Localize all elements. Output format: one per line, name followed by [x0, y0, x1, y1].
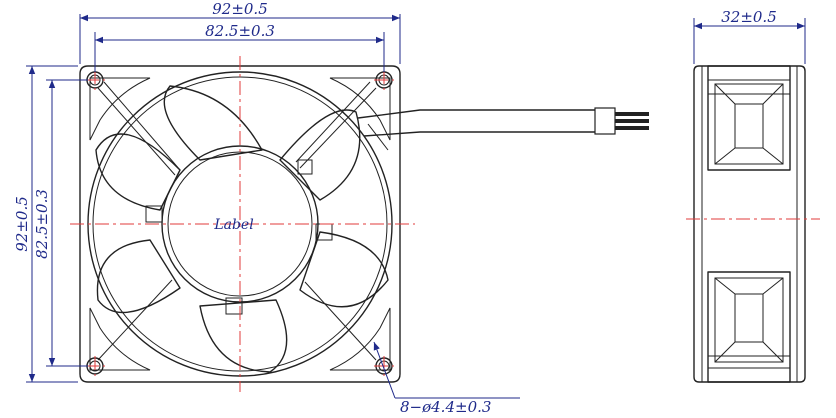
- fan-blade: [163, 85, 263, 161]
- dimension-hole-spacing-y: 82.5±0.3: [33, 79, 88, 367]
- dimension-hole-spacing-x: 82.5±0.3: [94, 22, 385, 72]
- dimension-width: 92±0.5: [79, 0, 401, 64]
- side-window-top: [707, 65, 791, 171]
- fan-blade: [199, 299, 288, 373]
- dimension-height: 92±0.5: [13, 65, 78, 383]
- fan-frame: [79, 65, 401, 383]
- corner-pocket-tl: [89, 77, 151, 141]
- front-view: 92±0.5 82.5±0.3 92±0.5 82.5±0.3 Label: [13, 0, 649, 416]
- cable-connector: [594, 107, 616, 135]
- side-view: 32±0.5: [686, 8, 820, 383]
- height-overall-label: 92±0.5: [13, 196, 31, 252]
- cable-wire: [615, 126, 649, 130]
- fan-blade: [299, 231, 389, 308]
- corner-pocket-tr: [329, 77, 391, 141]
- dimension-thickness: 32±0.5: [693, 8, 806, 64]
- corner-pocket-br: [329, 307, 391, 371]
- cable-wire: [615, 119, 649, 123]
- hub-label: Label: [213, 217, 253, 233]
- width-holes-label: 82.5±0.3: [205, 22, 275, 40]
- side-window-bottom: [707, 271, 791, 383]
- cable-wire: [615, 112, 649, 116]
- width-overall-label: 92±0.5: [212, 0, 268, 18]
- hole-callout-label: 8−ø4.4±0.3: [400, 398, 491, 416]
- fan-blades: [95, 85, 389, 373]
- corner-pocket-bl: [89, 307, 151, 371]
- fan-cable: [357, 107, 649, 151]
- fan-blade: [96, 239, 181, 314]
- hub-notches: [145, 159, 333, 315]
- thickness-label: 32±0.5: [721, 8, 777, 26]
- frame-struts: [97, 81, 377, 361]
- fan-blade: [279, 109, 361, 201]
- side-frame: [693, 65, 806, 383]
- fan-blade: [95, 133, 181, 211]
- hole-callout: 8−ø4.4±0.3: [373, 341, 520, 416]
- height-holes-label: 82.5±0.3: [33, 189, 51, 259]
